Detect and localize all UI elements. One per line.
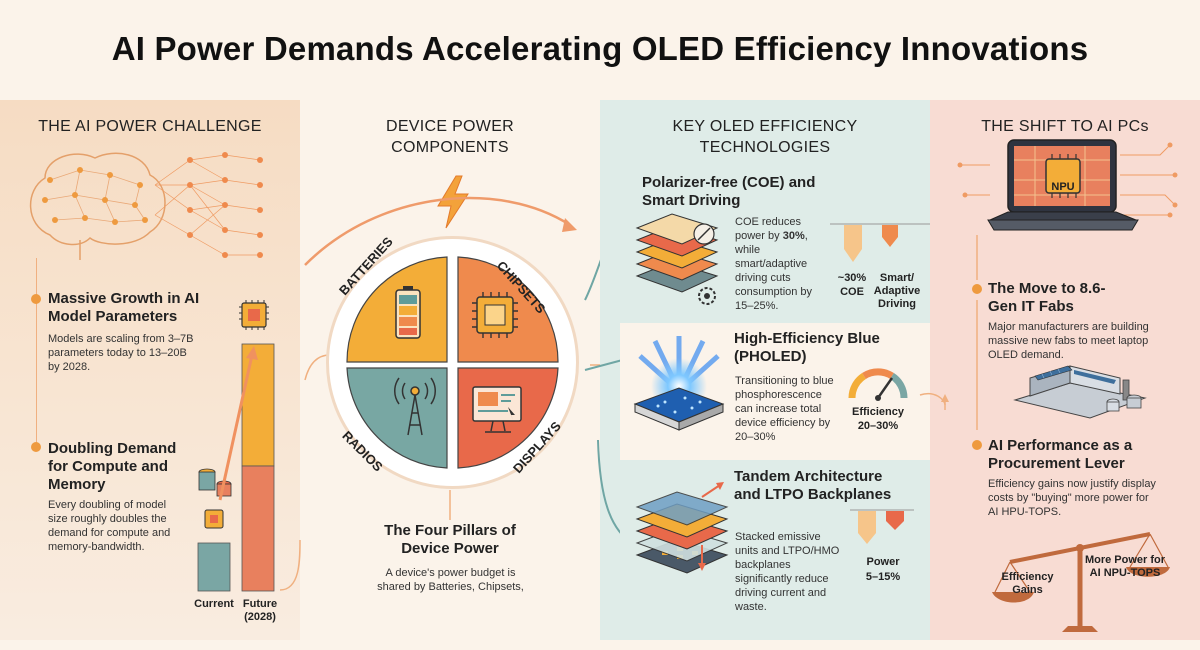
panel1-heading: THE AI POWER CHALLENGE	[38, 118, 262, 135]
power-reduction-bars	[850, 509, 914, 544]
coe-savings-bars	[830, 223, 930, 262]
tandem-title: Tandem Architecture and LTPO Backplanes	[734, 468, 892, 503]
timeline-line	[36, 258, 37, 448]
neural-brain-icon	[29, 152, 263, 260]
pholed-text: Transitioning to blue phosphorescence ca…	[735, 375, 834, 443]
chip-icon	[239, 300, 269, 330]
power-pillars-diagram	[326, 236, 579, 489]
coe-title: Polarizer-free (COE) and Smart Driving	[642, 174, 816, 209]
current-bar	[197, 542, 231, 592]
growth-title: Massive Growth in AI Model Parameters	[48, 290, 200, 325]
coe-layer-stack-icon	[635, 213, 719, 305]
panel4-timeline	[919, 235, 978, 430]
current-label: Current	[194, 598, 234, 610]
factory-icon	[1013, 365, 1147, 419]
panel3-heading: KEY OLED EFFICIENCY TECHNOLOGIES	[672, 118, 858, 156]
future-bar-bottom	[241, 465, 275, 592]
future-bar-top	[241, 343, 275, 467]
demand-title: Doubling Demand for Compute and Memory	[48, 440, 177, 493]
display-monitor-icon	[472, 386, 522, 433]
fabs-title: The Move to 8.6-Gen IT Fabs	[988, 280, 1106, 315]
laptop-npu-icon	[957, 139, 1178, 231]
timeline-dot	[972, 284, 982, 294]
power-value: 5–15%	[865, 571, 901, 583]
scale-right-label: More Power for AI NPU-TOPS	[1084, 554, 1166, 579]
future-sub-label: (2028)	[244, 611, 276, 623]
pillars-title: The Four Pillars of Device Power	[384, 522, 516, 557]
tandem-stack-icon	[635, 482, 729, 574]
radio-tower-icon	[394, 377, 436, 436]
coe-bar-value: ~30%	[837, 272, 867, 284]
growth-bar-chart	[197, 300, 301, 592]
balance-scale-icon	[992, 532, 1170, 632]
future-label: Future	[242, 598, 278, 610]
lightning-icon	[437, 175, 469, 229]
timeline-dot	[31, 294, 41, 304]
page-title: AI Power Demands Accelerating OLED Effic…	[111, 30, 1089, 67]
panel4-heading: THE SHIFT TO AI PCs	[981, 118, 1149, 135]
demand-text: Every doubling of model size roughly dou…	[48, 499, 171, 553]
blue-phosphor-icon	[633, 336, 725, 431]
timeline-dot	[31, 442, 41, 452]
growth-text: Models are scaling from 3–7B parameters …	[48, 333, 194, 373]
power-label: Power	[866, 556, 900, 568]
gauge-value: 20–30%	[857, 420, 899, 432]
lever-text: Efficiency gains now justify display cos…	[988, 478, 1156, 518]
fabs-text: Major manufacturers are building massive…	[988, 321, 1149, 361]
efficiency-gauge-icon	[848, 368, 908, 401]
chipset-icon	[472, 292, 518, 338]
scale-left-label: Efficiency Gains	[1001, 571, 1054, 596]
coe-text: COE reduces power by 30%, while smart/ad…	[735, 216, 813, 312]
pillars-text: A device's power budget is shared by Bat…	[377, 567, 524, 593]
lever-title: AI Performance as a Procurement Lever	[988, 437, 1133, 472]
coe-bar-label: COE	[840, 286, 864, 298]
quadrant-radios	[346, 367, 448, 469]
gauge-label: Efficiency	[852, 406, 904, 418]
smart-driving-bar-label: Smart/ Adaptive Driving	[873, 272, 921, 310]
chip-small-icon	[204, 509, 224, 529]
tandem-text: Stacked emissive units and LTPO/HMO back…	[735, 531, 840, 613]
npu-label: NPU	[1051, 181, 1075, 193]
pholed-title: High-Efficiency Blue (PHOLED)	[734, 330, 880, 365]
panel2-heading: DEVICE POWER COMPONENTS	[385, 118, 515, 156]
timeline-dot	[972, 440, 982, 450]
battery-icon	[395, 286, 421, 339]
